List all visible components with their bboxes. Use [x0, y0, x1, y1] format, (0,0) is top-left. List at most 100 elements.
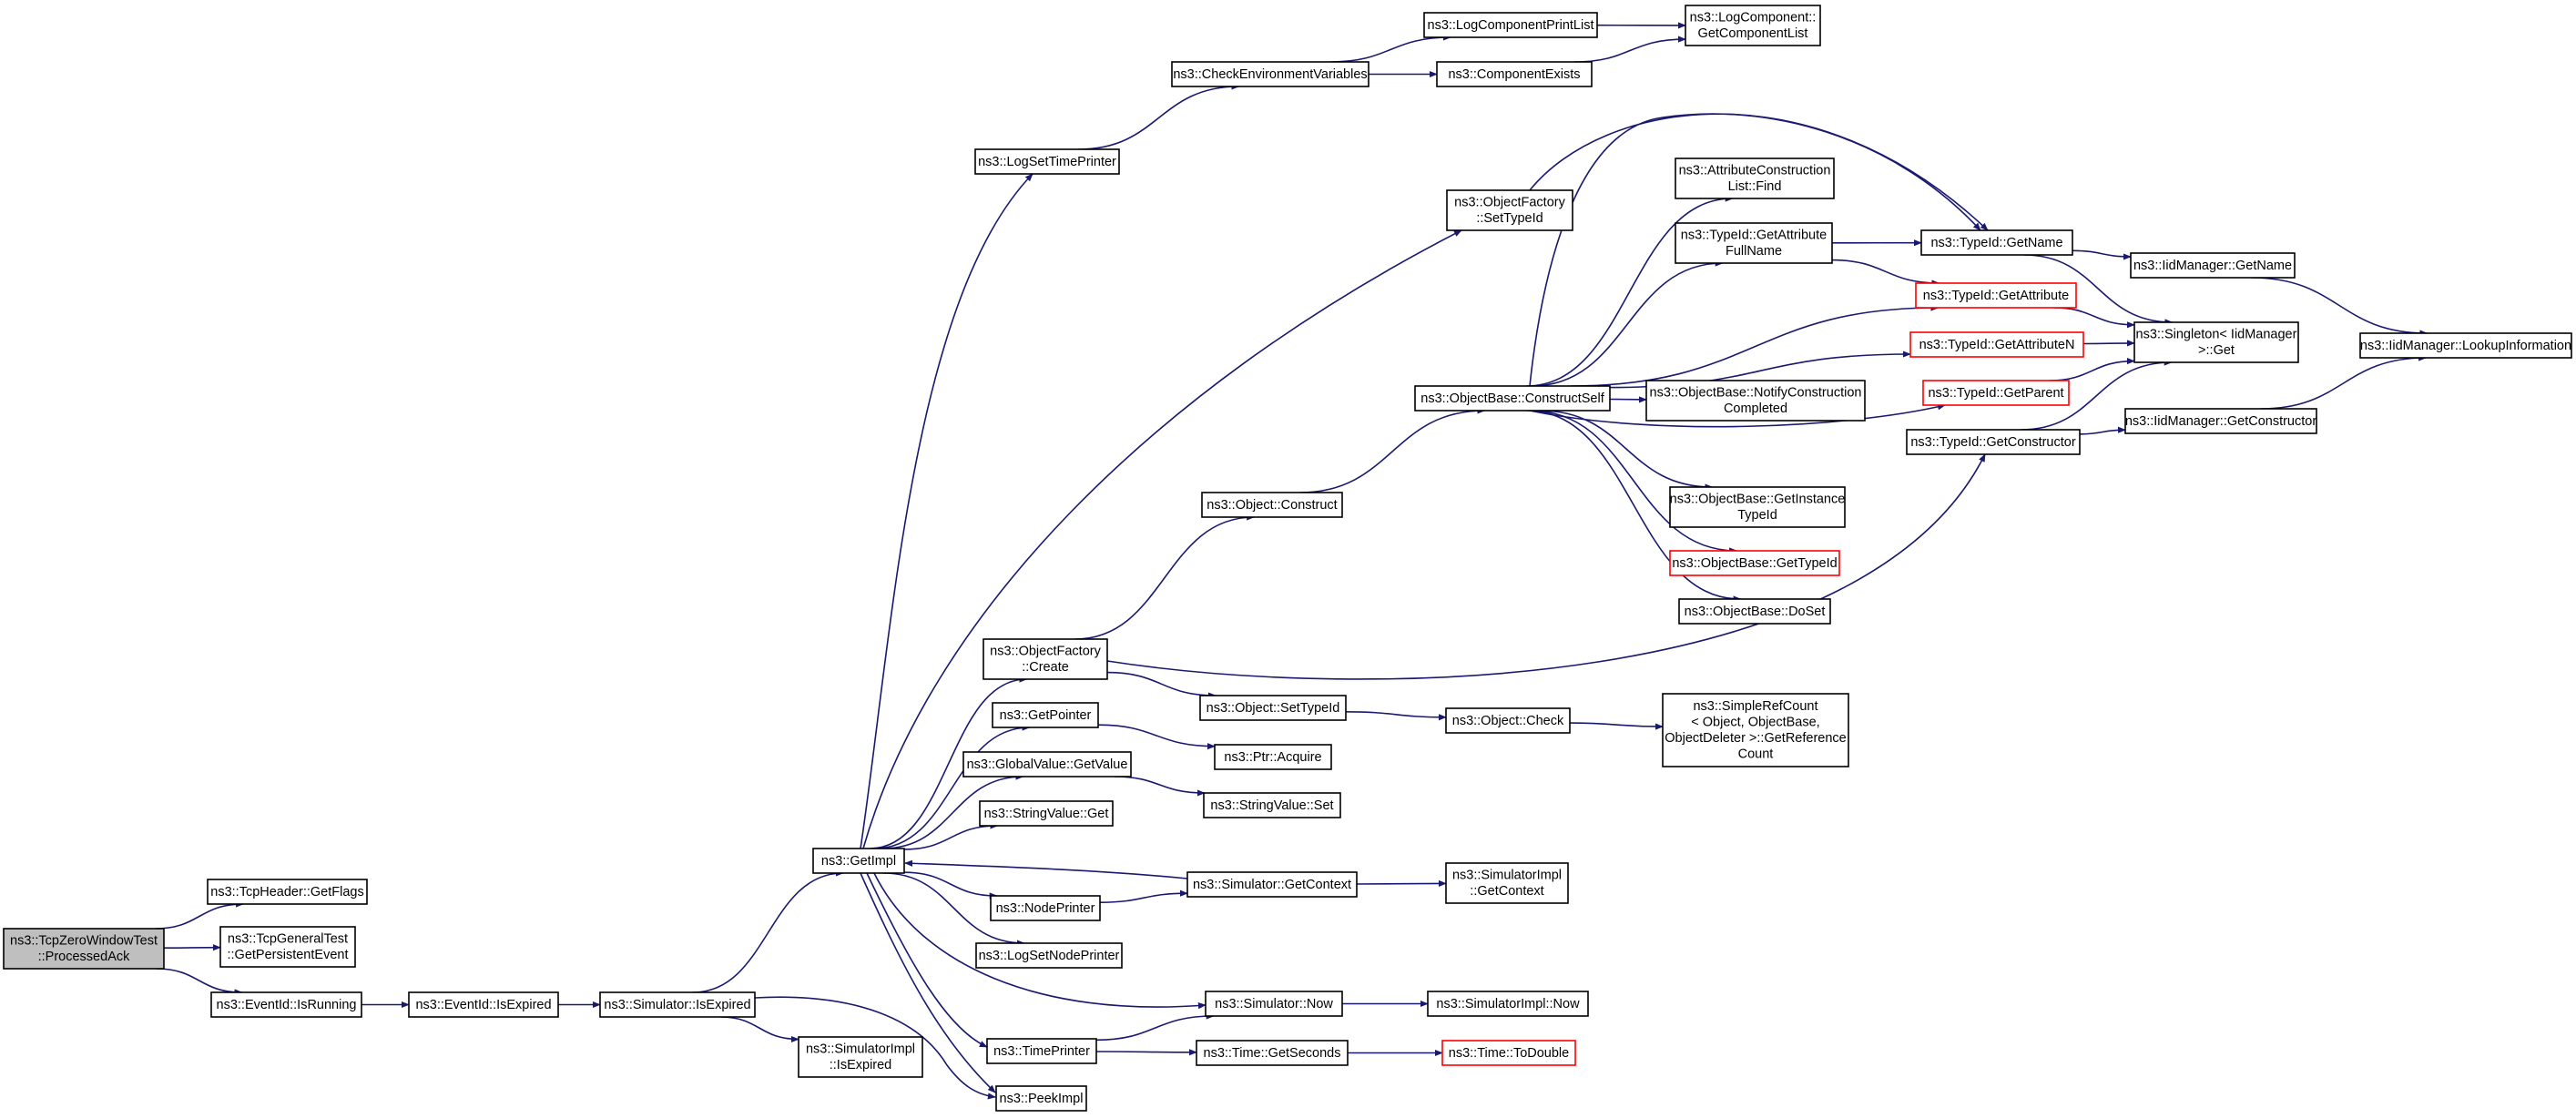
node-nodeprinter[interactable]: ns3::NodePrinter [990, 895, 1101, 921]
node-box [408, 991, 559, 1018]
node-typeidgetparent[interactable]: ns3::TypeId::GetParent [1922, 380, 2070, 406]
node-box [1446, 189, 1573, 231]
node-getpersistent[interactable]: ns3::TcpGeneralTest::GetPersistentEvent [219, 926, 356, 968]
edge-constructself-to-getinstancetypeid [1540, 410, 1714, 491]
node-simisexpired[interactable]: ns3::Simulator::IsExpired [599, 991, 756, 1018]
node-label-line: ns3::TypeId::GetAttribute [1681, 229, 1827, 243]
node-typeidgetattrn[interactable]: ns3::TypeId::GetAttributeN [1909, 331, 2084, 358]
edge-simgetcontext-to-simimplgetcontext [1356, 879, 1447, 888]
edge-getattrfullname-to-typeidgetattr [1831, 259, 1940, 287]
node-obgettypeid[interactable]: ns3::ObjectBase::GetTypeId [1669, 550, 1840, 576]
edge-logsettimeprinter-to-checkenv [1078, 83, 1240, 150]
node-eventisexpired[interactable]: ns3::EventId::IsExpired [408, 991, 559, 1018]
node-getcomplist[interactable]: ns3::LogComponent::GetComponentList [1685, 5, 1821, 46]
node-simimplisexpired[interactable]: ns3::SimulatorImpl::IsExpired [798, 1036, 923, 1078]
node-label-line: ns3::ObjectBase::GetInstance [1670, 493, 1846, 507]
node-singletonget[interactable]: ns3::Singleton< IidManager>::Get [2133, 321, 2299, 363]
node-label-line: ns3::CheckEnvironmentVariables [1173, 67, 1367, 82]
node-label-line: ns3::TcpGeneralTest [228, 932, 348, 947]
node-ptracquire[interactable]: ns3::Ptr::Acquire [1214, 744, 1332, 770]
edge-globalvalueget-to-stringvalueset [1115, 776, 1206, 797]
node-objcheck[interactable]: ns3::Object::Check [1445, 707, 1571, 734]
edge-constructself-to-getattrfullname [1531, 259, 1724, 387]
edge-getimpl-to-logsettimeprinter [860, 173, 1033, 849]
node-simnow[interactable]: ns3::Simulator::Now [1205, 991, 1343, 1017]
node-root[interactable]: ns3::TcpZeroWindowTest::ProcessedAck [3, 928, 165, 970]
node-stringvalueget[interactable]: ns3::StringValue::Get [979, 800, 1114, 827]
node-getflags[interactable]: ns3::TcpHeader::GetFlags [207, 879, 368, 905]
node-objconstruct[interactable]: ns3::Object::Construct [1201, 492, 1343, 518]
node-compexists[interactable]: ns3::ComponentExists [1436, 61, 1593, 87]
edge-ofcreate-to-objconstruct [1074, 513, 1256, 640]
edge-getimpl-to-globalvalueget [882, 773, 1024, 849]
edge-simgetcontext-to-getimpl [904, 859, 1188, 879]
node-box [1915, 282, 2077, 309]
node-simimplgetcontext[interactable]: ns3::SimulatorImpl::GetContext [1445, 862, 1569, 904]
node-label-line: ns3::Object::Check [1452, 714, 1564, 728]
node-label-line: ns3::SimulatorImpl [806, 1042, 915, 1057]
node-label-line: ns3::GetPointer [1000, 708, 1092, 723]
node-logcompprintlist[interactable]: ns3::LogComponentPrintList [1423, 12, 1598, 38]
node-getpointer[interactable]: ns3::GetPointer [992, 702, 1099, 728]
node-label-line: ::IsExpired [830, 1058, 892, 1072]
node-box [599, 991, 756, 1018]
node-simgetcontext[interactable]: ns3::Simulator::GetContext [1186, 871, 1358, 898]
edge-typeidgetname-to-singletonget [2023, 254, 2174, 326]
node-timegetseconds[interactable]: ns3::Time::GetSeconds [1196, 1040, 1349, 1066]
node-typeidgetconstructor[interactable]: ns3::TypeId::GetConstructor [1906, 429, 2081, 455]
node-label-line: ns3::Time::ToDouble [1449, 1046, 1569, 1061]
node-ofcreate[interactable]: ns3::ObjectFactory::Create [983, 638, 1108, 680]
node-globalvalueget[interactable]: ns3::GlobalValue::GetValue [962, 751, 1132, 778]
node-iidgetname[interactable]: ns3::IidManager::GetName [2130, 252, 2296, 279]
node-label-line: ns3::EventId::IsExpired [415, 998, 551, 1012]
node-timeprinter[interactable]: ns3::TimePrinter [986, 1038, 1097, 1064]
node-peekimpl[interactable]: ns3::PeekImpl [995, 1085, 1087, 1112]
node-label-line: ns3::IidManager::GetConstructor [2125, 414, 2317, 429]
node-getimpl[interactable]: ns3::GetImpl [812, 848, 905, 874]
node-objsettypeid[interactable]: ns3::Object::SetTypeId [1199, 695, 1347, 721]
node-constructself[interactable]: ns3::ObjectBase::ConstructSelf [1414, 385, 1611, 412]
edge-getimpl-to-timeprinter [866, 872, 988, 1048]
node-typeidgetname[interactable]: ns3::TypeId::GetName [1920, 229, 2073, 256]
node-box [995, 1085, 1087, 1112]
node-label-line: ns3::EventId::IsRunning [217, 998, 357, 1012]
node-simimplnow[interactable]: ns3::SimulatorImpl::Now [1427, 991, 1589, 1017]
node-simplerefcount[interactable]: ns3::SimpleRefCount< Object, ObjectBase,… [1662, 693, 1849, 767]
node-box [962, 751, 1132, 778]
node-box [1423, 12, 1598, 38]
node-iidlookup[interactable]: ns3::IidManager::LookupInformation [2359, 332, 2572, 359]
node-typeidgetattr[interactable]: ns3::TypeId::GetAttribute [1915, 282, 2077, 309]
node-label-line: ObjectDeleter >::GetReference [1665, 731, 1846, 746]
edge-ofcreate-to-typeidgetconstructor [1106, 453, 1986, 680]
node-box [1669, 550, 1840, 576]
edge-constructself-to-typeidgetname [1529, 113, 1981, 387]
node-box [979, 800, 1114, 827]
edge-objconstruct-to-constructself [1299, 407, 1486, 493]
node-ofsettypeid[interactable]: ns3::ObjectFactory::SetTypeId [1446, 189, 1573, 231]
node-logsetnodeprinter[interactable]: ns3::LogSetNodePrinter [975, 942, 1123, 969]
node-label-line: ns3::TcpHeader::GetFlags [210, 885, 363, 899]
node-label-line: ns3::Object::SetTypeId [1207, 701, 1340, 716]
node-timetodouble[interactable]: ns3::Time::ToDouble [1441, 1040, 1576, 1066]
node-notifyconstruction[interactable]: ns3::ObjectBase::NotifyConstructionCompl… [1645, 380, 1866, 422]
node-iidgetconstructor[interactable]: ns3::IidManager::GetConstructor [2124, 408, 2317, 434]
node-isrunning[interactable]: ns3::EventId::IsRunning [210, 991, 362, 1018]
edge-iidgetname-to-iidlookup [2251, 277, 2428, 337]
node-label-line: ns3::Object::Construct [1207, 498, 1337, 513]
node-box [992, 702, 1099, 728]
node-box [798, 1036, 923, 1078]
node-obdoset[interactable]: ns3::ObjectBase::DoSet [1678, 598, 1831, 625]
node-box [975, 942, 1123, 969]
node-label-line: ns3::NodePrinter [996, 901, 1095, 916]
node-box [1662, 693, 1849, 767]
node-label-line: ns3::LogComponent:: [1690, 11, 1817, 25]
node-box [1203, 792, 1341, 818]
node-logsettimeprinter[interactable]: ns3::LogSetTimePrinter [974, 148, 1120, 175]
node-label-line: ns3::ObjectBase::DoSet [1685, 605, 1826, 619]
node-checkenv[interactable]: ns3::CheckEnvironmentVariables [1171, 61, 1369, 87]
node-box [1171, 61, 1369, 87]
node-stringvalueset[interactable]: ns3::StringValue::Set [1203, 792, 1341, 818]
